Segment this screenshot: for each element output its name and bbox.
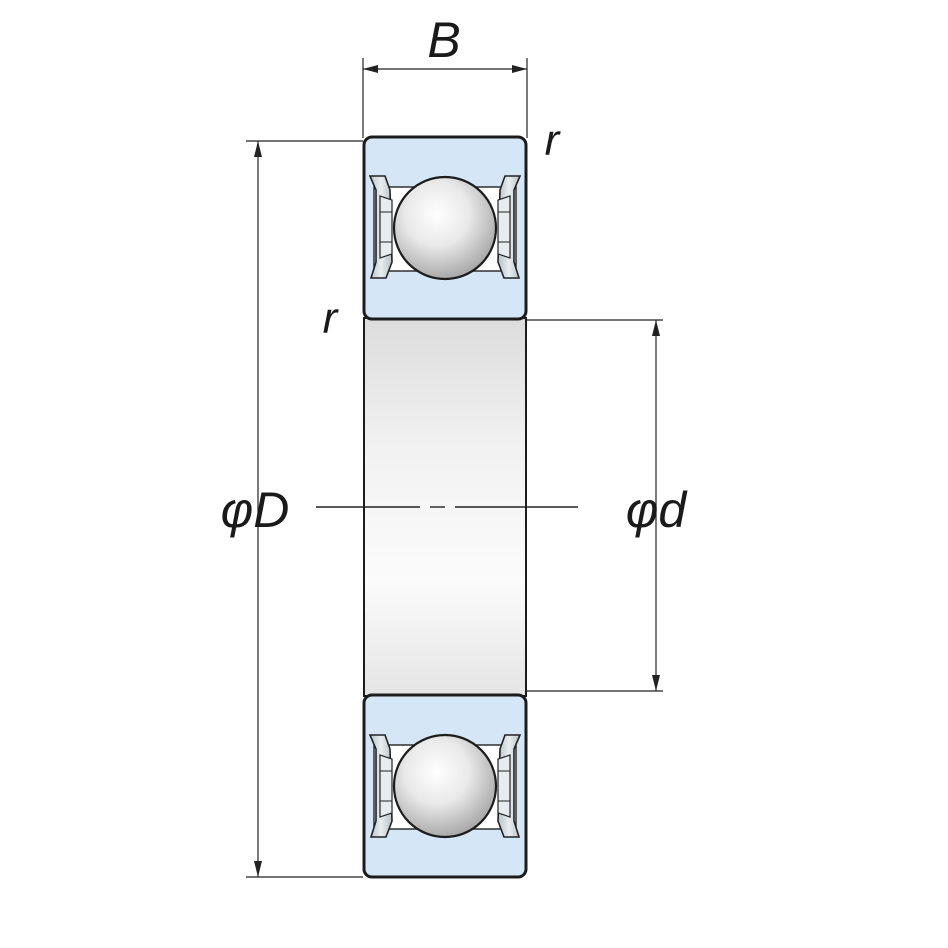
inner-diameter-dimension [527, 319, 663, 692]
outer-diameter-label: φD [221, 482, 290, 538]
width-dimension [362, 58, 528, 138]
radius-label-top: r [545, 116, 562, 165]
shield-icon [497, 175, 522, 279]
shield-icon [368, 175, 393, 279]
ball-icon [392, 733, 498, 839]
shield-icon [368, 734, 393, 838]
bottom-ring-section [362, 693, 528, 879]
width-label: B [427, 12, 460, 68]
ball-icon [392, 175, 498, 281]
outer-diameter-dimension [246, 140, 363, 878]
top-ring-section [362, 135, 528, 321]
shield-icon [497, 734, 522, 838]
inner-diameter-label: φd [626, 482, 689, 538]
radius-label-left: r [323, 294, 340, 343]
